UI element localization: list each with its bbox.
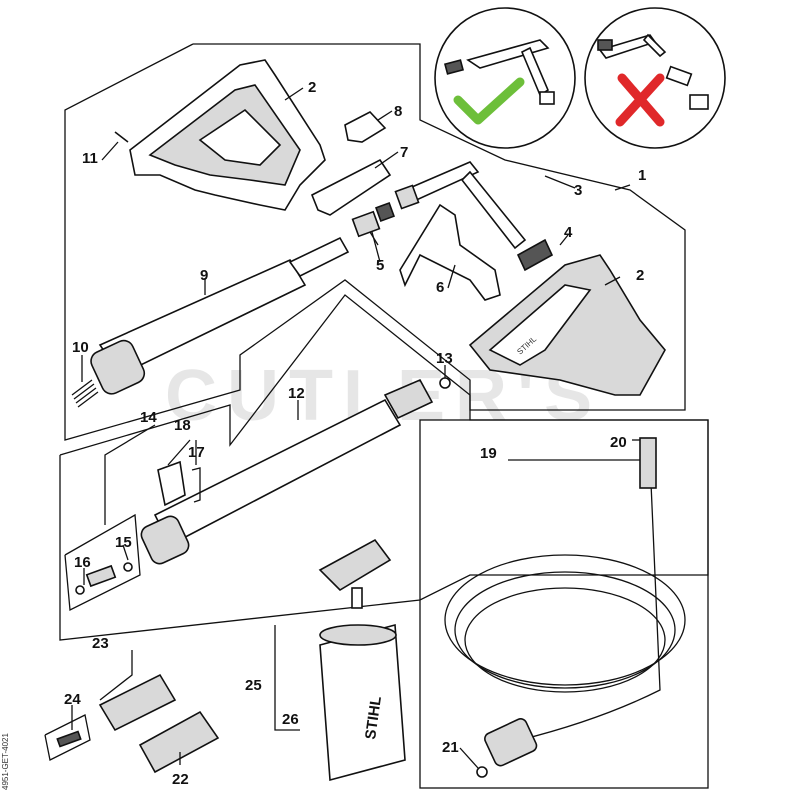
bottle-brand-text: STIHL <box>362 695 385 740</box>
callout-2-top: 2 <box>308 79 316 96</box>
nozzle-23 <box>98 673 177 732</box>
callout-9: 9 <box>200 267 208 284</box>
callout-10: 10 <box>72 339 89 356</box>
side-code: 4951-GET-4021 <box>1 733 10 790</box>
o-ring-15 <box>123 562 133 572</box>
handle-half-top <box>129 59 326 211</box>
callout-2-right: 2 <box>636 267 644 284</box>
callout-13: 13 <box>436 350 453 367</box>
callout-18: 18 <box>174 417 191 434</box>
hose-fitting-20 <box>639 437 657 489</box>
callout-15: 15 <box>115 534 132 551</box>
callout-21: 21 <box>442 739 459 756</box>
callout-labels: 1 2 2 3 4 5 6 7 8 9 10 11 12 13 14 15 16… <box>64 79 646 788</box>
frame-group-19 <box>419 419 709 789</box>
lance-tube-3 <box>394 161 527 250</box>
callout-24: 24 <box>64 691 81 708</box>
valve-5 <box>351 202 395 246</box>
screw-11 <box>114 131 129 143</box>
callout-14: 14 <box>140 409 157 426</box>
callout-19: 19 <box>480 445 497 462</box>
gun-tube-9 <box>90 236 350 395</box>
callout-22: 22 <box>172 771 189 788</box>
clip-18 <box>157 460 186 507</box>
callout-17: 17 <box>188 444 205 461</box>
callout-26: 26 <box>282 711 299 728</box>
leader-lines <box>71 87 640 769</box>
clip-8 <box>344 111 387 143</box>
frame-bracket-15-16 <box>64 513 141 612</box>
nozzle-22 <box>138 710 220 774</box>
callout-4: 4 <box>564 224 573 241</box>
hose-19 <box>444 437 686 767</box>
extension-lance-12 <box>140 378 434 565</box>
correct-mini-lance <box>443 39 555 105</box>
callout-8: 8 <box>394 103 402 120</box>
callout-6: 6 <box>436 279 444 296</box>
callout-23: 23 <box>92 635 109 652</box>
hose-coupling <box>484 718 538 767</box>
spring-10 <box>71 379 99 408</box>
correct-assembly-circle <box>434 7 576 149</box>
foam-nozzle-25 <box>318 538 392 609</box>
trigger-lock-7 <box>310 158 392 216</box>
callout-20: 20 <box>610 434 627 451</box>
callout-16: 16 <box>74 554 91 571</box>
trigger-6 <box>399 203 501 301</box>
callout-5: 5 <box>376 257 384 274</box>
connector-4 <box>516 238 554 272</box>
check-icon <box>453 77 525 125</box>
handle-half-right: STIHL <box>468 254 666 396</box>
callout-25: 25 <box>245 677 262 694</box>
cross-icon <box>615 73 665 127</box>
clip-17 <box>191 467 201 503</box>
foam-bottle-26: STIHL <box>319 623 406 782</box>
callout-1: 1 <box>638 167 646 184</box>
callout-7: 7 <box>400 144 408 161</box>
o-ring-16 <box>75 585 85 595</box>
callout-12: 12 <box>288 385 305 402</box>
callout-11: 11 <box>82 150 98 167</box>
o-ring-21 <box>476 766 488 778</box>
incorrect-mini-lance <box>597 33 709 110</box>
o-ring-13 <box>439 377 451 389</box>
nipple-16 <box>85 564 117 588</box>
nozzle-insert-24 <box>56 730 82 748</box>
callout-3: 3 <box>574 182 582 199</box>
